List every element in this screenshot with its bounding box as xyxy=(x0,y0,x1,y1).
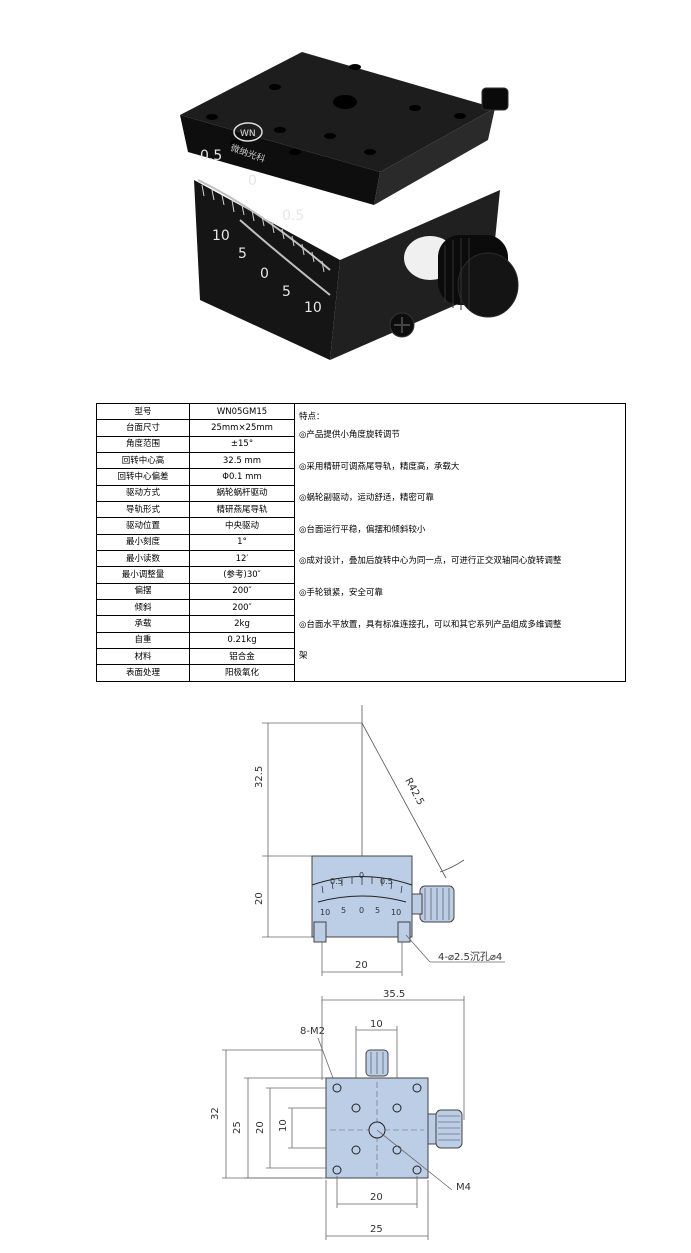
features-cell: 特点： ◎产品提供小角度旋转调节 ◎采用精研可调燕尾导轨，精度高，承载大 ◎蜗轮… xyxy=(294,403,626,682)
photo-scale-label: 10 xyxy=(212,228,230,244)
dim-25: 25 xyxy=(232,1121,243,1134)
knob-face xyxy=(457,252,519,318)
feature-item: ◎产品提供小角度旋转调节 xyxy=(299,430,400,440)
photo-scale-label: 5 xyxy=(282,284,291,300)
dim-32: 32 xyxy=(210,1107,221,1120)
spec-table: 型号 WN05GM15 特点： ◎产品提供小角度旋转调节 ◎采用精研可调燕尾导轨… xyxy=(96,402,626,682)
feature-item: ◎蜗轮副驱动，运动舒适，精密可靠 xyxy=(299,493,434,504)
spec-key: 承载 xyxy=(96,615,190,633)
top-mount-holes xyxy=(206,64,466,155)
label-m4: M4 xyxy=(456,1182,471,1193)
spec-value: 200″ xyxy=(189,598,295,617)
spec-key: 角度范围 xyxy=(96,435,190,453)
side-scale-top-label: 0 xyxy=(359,871,364,880)
spec-value: 阳极氧化 xyxy=(189,664,295,682)
spec-key: 自重 xyxy=(96,631,190,649)
dim-32-5: 32.5 xyxy=(254,766,265,788)
photo-scale-label: 10 xyxy=(304,300,322,316)
photo-scale-label: 0 xyxy=(248,173,257,189)
spec-value: 200″ xyxy=(189,582,295,600)
side-scale-top-label: 0.5 xyxy=(330,877,343,886)
stage-lower-left-face xyxy=(194,180,340,360)
spec-value: 25mm×25mm xyxy=(189,419,295,437)
technical-drawings: 0.5 0 0.5 10 5 0 5 10 32.5 R42.5 20 xyxy=(210,705,505,1240)
feature-item: ◎成对设计，叠加后旋转中心为同一点，可进行正交双轴同心旋转调整 xyxy=(299,556,562,567)
feature-item: ◎台面水平放置，具有标准连接孔，可以和其它系列产品组成多维调整 xyxy=(299,619,562,630)
dim-25-bottom: 25 xyxy=(370,1224,383,1235)
dim-20-bottom: 20 xyxy=(370,1192,383,1203)
spec-value: 蜗轮蜗杆驱动 xyxy=(189,484,295,502)
spec-value: 铝合金 xyxy=(189,647,295,666)
dim-10-top: 10 xyxy=(370,1019,383,1030)
spec-key: 倾斜 xyxy=(96,598,190,617)
top-view: 35.5 10 8-M2 32 25 20 10 xyxy=(210,989,471,1240)
brand-logo-icon xyxy=(233,122,263,142)
stage-top-side-right xyxy=(374,108,495,205)
spec-value: 2kg xyxy=(189,615,295,633)
dim-20-horizontal: 20 xyxy=(355,960,368,971)
spec-value: Φ0.1 mm xyxy=(189,468,295,486)
spec-value: 12′ xyxy=(189,549,295,568)
side-scale-bottom-label: 5 xyxy=(341,906,346,915)
side-scale-bottom-label: 10 xyxy=(391,908,401,917)
knob-knurl xyxy=(444,238,470,310)
photo-scale-label: 0.5 xyxy=(200,148,222,164)
spec-value: (参考)30″ xyxy=(189,566,295,584)
brand-logo-text: WN xyxy=(240,129,256,139)
spec-key: 表面处理 xyxy=(96,664,190,682)
scale-ticks xyxy=(201,184,325,273)
dim-20-vertical: 20 xyxy=(254,892,265,905)
dim-20-left: 20 xyxy=(255,1121,266,1134)
photo-scale-label: 5 xyxy=(238,246,247,262)
rear-knob-icon xyxy=(481,87,509,111)
dim-10-left: 10 xyxy=(278,1119,289,1132)
spec-key: 材料 xyxy=(96,647,190,666)
spec-key: 回转中心高 xyxy=(96,451,190,470)
label-8-m2: 8-M2 xyxy=(300,1026,325,1037)
spec-key: 最小读数 xyxy=(96,549,190,568)
radius-line xyxy=(361,722,447,879)
dim-35-5: 35.5 xyxy=(383,989,405,1000)
spec-key: 回转中心偏差 xyxy=(96,468,190,486)
hole-note: 4-⌀2.5沉孔⌀4 xyxy=(438,950,502,963)
dim-r42-5: R42.5 xyxy=(402,776,425,807)
spec-value: 32.5 mm xyxy=(189,451,295,470)
stage-top-face xyxy=(180,52,495,172)
top-side-knob-icon xyxy=(435,1109,463,1149)
spec-key: 型号 xyxy=(96,402,190,421)
spec-key: 最小调整量 xyxy=(96,566,190,584)
side-scale-bottom-label: 10 xyxy=(320,908,330,917)
spec-value: 1° xyxy=(189,533,295,551)
spec-value: 0.21kg xyxy=(189,631,295,649)
photo-scale-label: 0 xyxy=(260,266,269,282)
stage-top-side-left xyxy=(180,115,380,205)
spec-key: 台面尺寸 xyxy=(96,419,190,437)
feature-item: ◎台面运行平稳，偏摆和倾斜较小 xyxy=(299,524,426,535)
side-scale-bottom-label: 5 xyxy=(375,906,380,915)
spec-key: 最小刻度 xyxy=(96,533,190,551)
features-title: 特点： xyxy=(299,412,325,422)
side-scale-top-label: 0.5 xyxy=(380,877,393,886)
feature-item: ◎采用精研可调燕尾导轨，精度高，承载大 xyxy=(299,461,460,472)
photo-scale-label: 0.5 xyxy=(282,208,304,224)
spec-value: WN05GM15 xyxy=(189,402,295,421)
side-view: 0.5 0 0.5 10 5 0 5 10 32.5 R42.5 20 xyxy=(254,705,505,976)
spec-value: 中央驱动 xyxy=(189,517,295,535)
spec-value: 精研燕尾导轨 xyxy=(189,500,295,519)
spec-key: 驱动位置 xyxy=(96,517,190,535)
spec-key: 驱动方式 xyxy=(96,484,190,502)
side-scale-bottom-label: 0 xyxy=(359,906,364,915)
spec-key: 导轨形式 xyxy=(96,500,190,519)
feature-item: 架 xyxy=(299,651,308,662)
spec-key: 偏摆 xyxy=(96,582,190,600)
scale-arc-lower xyxy=(239,219,331,296)
feature-item: ◎手轮锁紧，安全可靠 xyxy=(299,587,383,598)
spec-value: ±15° xyxy=(189,435,295,453)
product-photo: 0.5 0 0.5 10 5 0 5 10 WN 微纳光科 xyxy=(180,52,519,360)
